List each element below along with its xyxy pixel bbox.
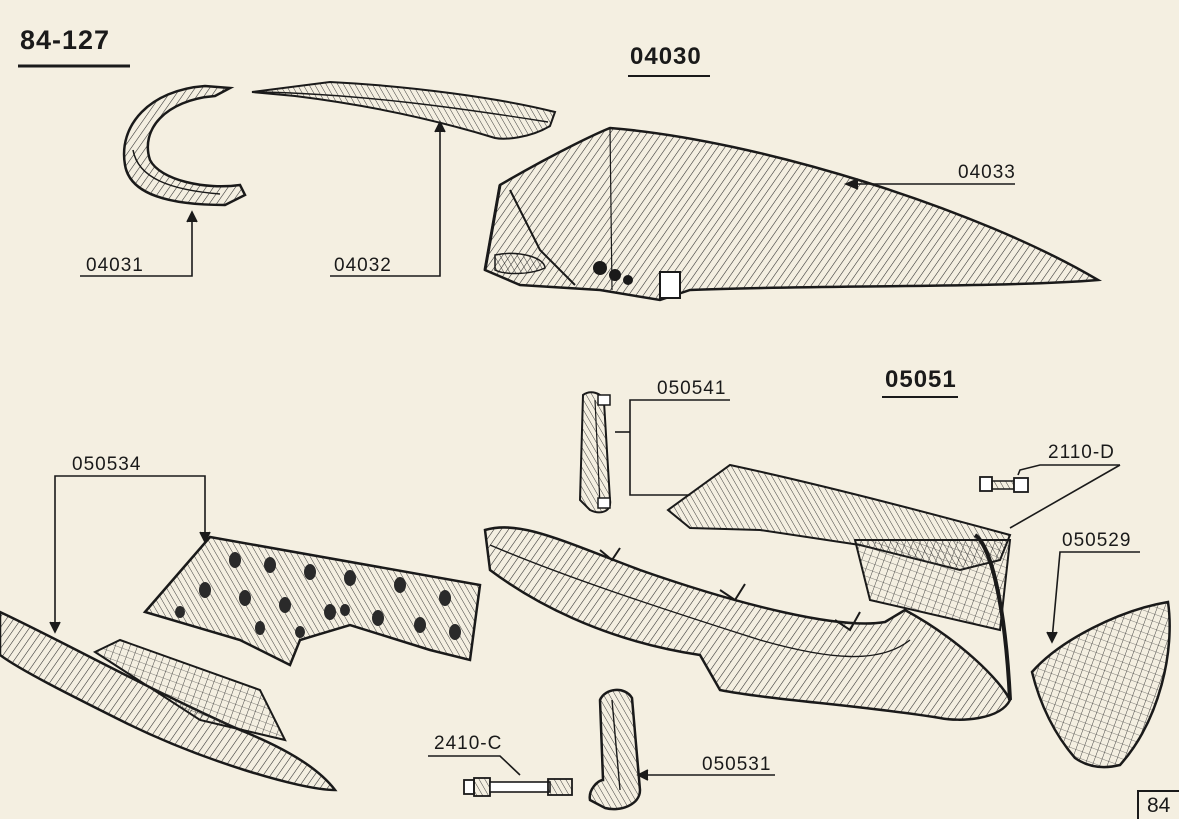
group-label-05051: 05051 [885, 366, 957, 393]
part-label-050531: 050531 [702, 754, 772, 775]
part-label-04033: 04033 [958, 162, 1016, 183]
group-label-04030: 04030 [630, 43, 702, 70]
part-050529-panel [1030, 600, 1171, 769]
part-04032-long-rib [251, 80, 557, 140]
part-label-2110-d: 2110-D [1048, 442, 1115, 463]
page-number: 84 [1137, 790, 1179, 819]
part-label-04032: 04032 [334, 255, 392, 276]
leader-lines [49, 120, 1140, 781]
part-05051-tail-section [483, 463, 1012, 721]
part-2110-d-bolt [979, 476, 1029, 493]
part-050531-bracket [588, 688, 642, 811]
part-label-050534: 050534 [72, 454, 142, 475]
part-label-050529: 050529 [1062, 530, 1132, 551]
sheet-reference: 84-127 [20, 25, 111, 55]
part-050534-lower-rib [0, 610, 338, 792]
part-label-050541: 050541 [657, 378, 727, 399]
part-label-04031: 04031 [86, 255, 144, 276]
part-050541-handle [578, 391, 612, 514]
part-2410-c-bolt [463, 777, 573, 797]
part-04033-fairing [483, 126, 1103, 302]
part-050534-perforated-panel [142, 535, 482, 667]
part-04031-curved-bracket [122, 84, 247, 207]
part-label-2410-c: 2410-C [434, 733, 503, 754]
